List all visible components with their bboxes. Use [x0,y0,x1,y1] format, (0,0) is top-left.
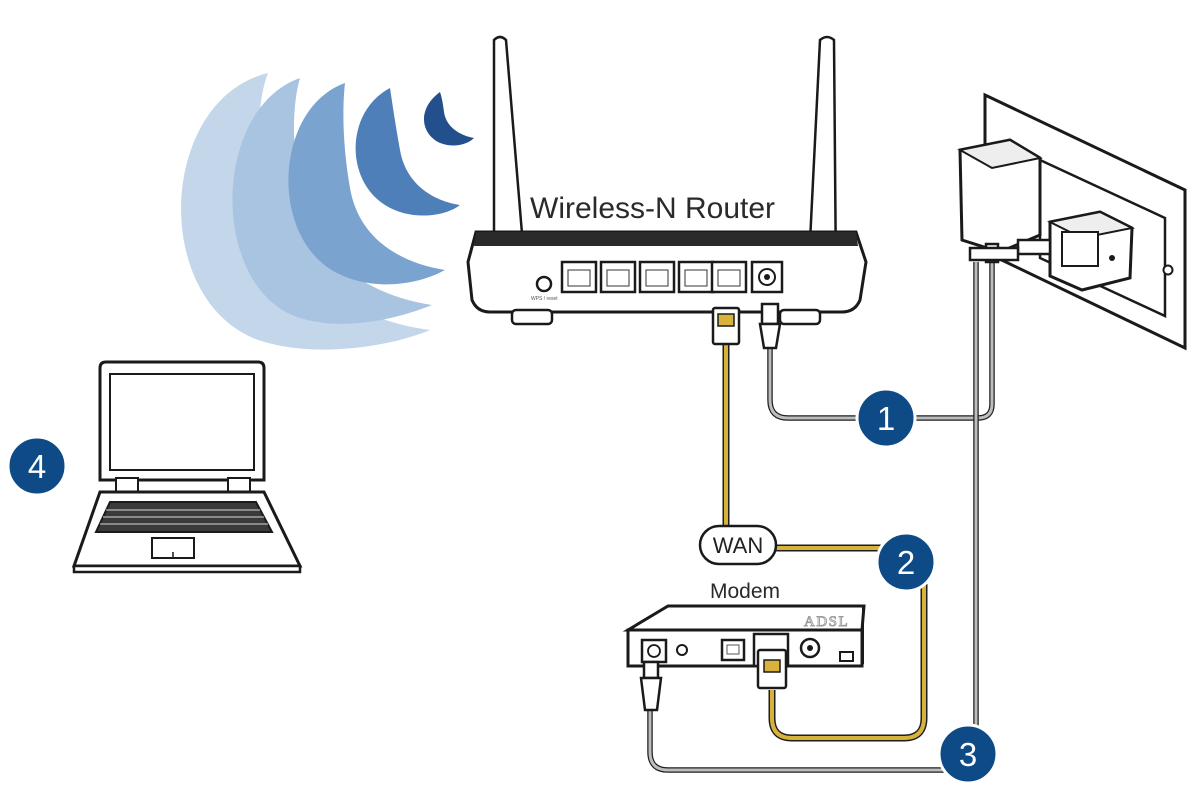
modem-adsl-mark: ADSL [804,614,849,630]
wifi-wave-3 [288,83,445,285]
laptop-screen [109,373,255,471]
modem-title: Modem [710,580,780,603]
router-wan-port [710,260,748,294]
step-badge-4: 4 [6,435,68,497]
modem-led [839,651,854,662]
modem-phone-port [720,638,746,662]
router-reset-button [535,275,553,293]
wifi-wave-1 [424,92,474,146]
step-number-4: 4 [28,448,46,485]
modem-button [676,644,688,656]
modem-power-plug [639,660,663,712]
wifi-wave-2 [355,88,460,216]
router-power-plug [758,302,782,350]
router-title: Wireless-N Router [530,192,775,225]
laptop-icon [71,360,303,574]
router-power-jack [750,260,784,294]
wan-label: WAN [698,524,778,566]
modem-icon [622,604,866,712]
power-adapter-icon [957,138,1136,292]
cables [647,258,995,773]
step-number-2: 2 [897,544,915,581]
modem-adsl-port [799,637,821,659]
step-number-1: 1 [877,400,895,437]
wan-label-text: WAN [713,533,764,558]
modem-ethernet-plug [756,648,788,690]
wifi-wave-4 [232,78,432,324]
modem-power-jack [640,638,668,664]
svg-text:WPS / reset: WPS / reset [531,296,558,302]
step-number-3: 3 [959,736,977,773]
router-icon: WPS / reset [466,35,868,350]
step-badge-2: 2 [875,531,937,593]
wifi-waves-icon [181,73,474,350]
step-badge-3: 3 [937,723,999,785]
router-ethernet-plug [711,306,741,346]
step-badge-1: 1 [855,387,917,449]
